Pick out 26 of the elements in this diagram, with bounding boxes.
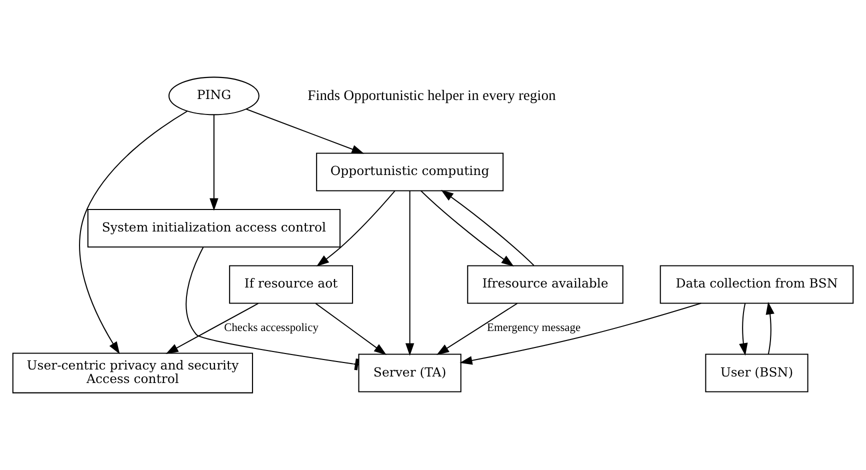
node-box: If resource aot bbox=[229, 265, 354, 304]
arrow bbox=[166, 302, 258, 354]
node-box: User-centric privacy and security Access control bbox=[12, 352, 254, 394]
arrow bbox=[79, 110, 188, 354]
edge-label: Emergency message bbox=[487, 322, 581, 334]
node-box: User (BSN) bbox=[705, 354, 808, 392]
node-box: Opportunistic computing bbox=[316, 152, 504, 192]
arrow bbox=[766, 302, 774, 354]
arrow bbox=[460, 302, 702, 365]
arrow bbox=[246, 108, 364, 154]
node-box: Ifresource available bbox=[467, 265, 624, 304]
arrow bbox=[316, 190, 396, 266]
connector bbox=[186, 246, 359, 370]
arrow bbox=[315, 303, 387, 356]
arrow bbox=[405, 191, 414, 356]
node-box: System initialization access control bbox=[87, 208, 341, 248]
node-ellipse: PING bbox=[168, 76, 260, 116]
arrow bbox=[440, 190, 534, 266]
arrow bbox=[210, 114, 218, 211]
node-box: Data collection from BSN bbox=[660, 265, 854, 304]
arrow bbox=[420, 190, 514, 266]
node-box: Server (TA) bbox=[358, 354, 462, 392]
arrow bbox=[436, 303, 518, 355]
edge-label: Checks accesspolicy bbox=[224, 322, 318, 334]
label: Finds Opportunistic helper in every region bbox=[308, 88, 556, 104]
arrow bbox=[739, 303, 748, 356]
